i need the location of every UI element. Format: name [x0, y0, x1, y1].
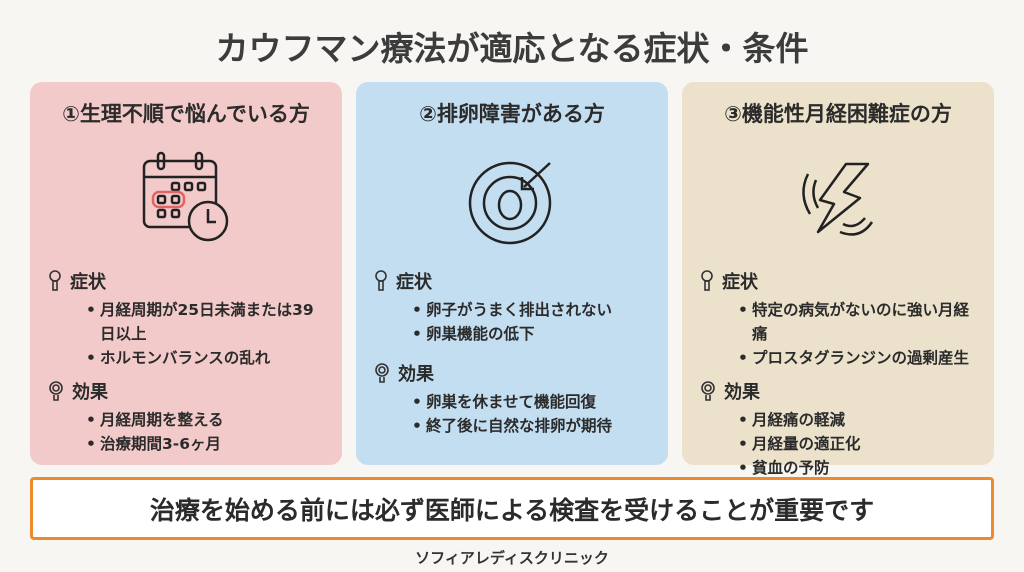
card-ovulation-disorder: ②排卵障害がある方 症状 卵子がうまく排出されない 卵巣機能の低下 効果 卵巣を…: [356, 82, 668, 465]
list-item: 卵巣を休ませて機能回復: [412, 390, 650, 414]
list-item: 月経痛の軽減: [738, 408, 976, 432]
list-item: ホルモンバランスの乱れ: [86, 346, 324, 370]
card-heading: ③機能性月経困難症の方: [724, 102, 952, 126]
effect-label: 効果: [700, 378, 976, 404]
card-heading: ②排卵障害がある方: [419, 102, 605, 126]
symptom-label: 症状: [700, 268, 976, 294]
list-item: プロスタグランジンの過剰産生: [738, 346, 976, 370]
effect-list: 月経周期を整える 治療期間3-6ヶ月: [86, 408, 324, 456]
list-item: 月経周期を整える: [86, 408, 324, 432]
ovum-arrow-icon: [374, 134, 650, 264]
effect-list: 卵巣を休ませて機能回復 終了後に自然な排卵が期待: [412, 390, 650, 438]
symptom-list: 卵子がうまく排出されない 卵巣機能の低下: [412, 298, 650, 346]
list-item: 終了後に自然な排卵が期待: [412, 414, 650, 438]
card-dysmenorrhea: ③機能性月経困難症の方 症状 特定の病気がないのに強い月経痛 プロスタグランジン…: [682, 82, 994, 480]
effect-label: 効果: [374, 360, 650, 386]
effect-list: 月経痛の軽減 月経量の適正化 貧血の予防: [738, 408, 976, 480]
card-heading: ①生理不順で悩んでいる方: [62, 102, 310, 126]
calendar-clock-icon: [48, 134, 324, 264]
page-title: カウフマン療法が適応となる症状・条件: [215, 29, 809, 68]
list-item: 特定の病気がないのに強い月経痛: [738, 298, 976, 346]
symptom-list: 月経周期が25日未満または39日以上 ホルモンバランスの乱れ: [86, 298, 324, 370]
list-item: 月経量の適正化: [738, 432, 976, 456]
list-item: 卵子がうまく排出されない: [412, 298, 650, 322]
list-item: 貧血の予防: [738, 456, 976, 480]
card-irregular-periods: ①生理不順で悩んでいる方 症状 月経周期が25日未満または39日以上 ホルモンバ…: [30, 82, 342, 465]
important-note: 治療を始める前には必ず医師による検査を受けることが重要です: [30, 477, 994, 540]
symptom-label: 症状: [374, 268, 650, 294]
list-item: 月経周期が25日未満または39日以上: [86, 298, 324, 346]
symptom-list: 特定の病気がないのに強い月経痛 プロスタグランジンの過剰産生: [738, 298, 976, 370]
clinic-name: ソフィアレディスクリニック: [415, 549, 609, 567]
list-item: 治療期間3-6ヶ月: [86, 432, 324, 456]
symptom-label: 症状: [48, 268, 324, 294]
effect-label: 効果: [48, 378, 324, 404]
list-item: 卵巣機能の低下: [412, 322, 650, 346]
lightning-pain-icon: [700, 134, 976, 264]
